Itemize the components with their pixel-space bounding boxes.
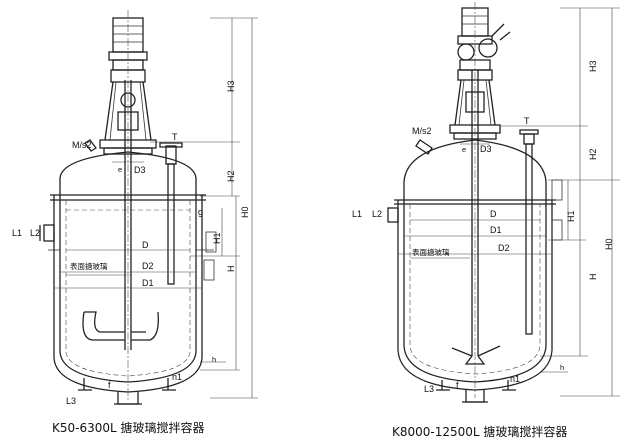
left-support-a — [78, 378, 92, 391]
left-ms2-nozzle — [84, 139, 97, 152]
left-label-e: e — [118, 165, 122, 174]
right-vessel — [387, 2, 620, 403]
left-label-h: H — [226, 266, 236, 273]
right-thermowell — [525, 143, 533, 335]
right-label-e: e — [462, 145, 466, 154]
right-gear-left — [457, 43, 475, 61]
right-label-d1: D1 — [490, 225, 502, 235]
right-label-h0: H0 — [604, 238, 614, 250]
left-coupling — [120, 92, 136, 108]
right-label-l1: L1 — [352, 209, 362, 219]
right-label-f: f — [456, 380, 459, 390]
left-thermowell — [167, 163, 175, 285]
left-side-nozzle — [43, 224, 55, 242]
left-label-g: g — [198, 207, 203, 217]
left-label-d2: D2 — [142, 261, 154, 271]
right-label-d: D — [490, 209, 497, 219]
left-label-h1: H1 — [212, 232, 222, 244]
left-label-n1: n1 — [172, 372, 182, 382]
right-label-h-small: h — [560, 363, 564, 372]
left-label-h0: H0 — [240, 206, 250, 218]
right-label-l3: L3 — [424, 384, 434, 394]
right-label-h3: H3 — [588, 60, 598, 72]
left-label-l3: L3 — [66, 396, 76, 406]
right-label-d3: D3 — [480, 144, 492, 154]
left-label-l2: L2 — [30, 228, 40, 238]
right-label-l2: L2 — [372, 209, 382, 219]
left-label-h3: H3 — [226, 80, 236, 92]
right-ms2-nozzle — [415, 139, 433, 155]
right-gear-right — [478, 38, 498, 58]
left-label-l1: L1 — [12, 228, 22, 238]
left-vessel — [39, 10, 258, 405]
right-caption: K8000-12500L 搪玻璃搅拌容器 — [392, 424, 567, 439]
left-vessel-shell — [59, 151, 197, 383]
left-label-f: f — [108, 380, 111, 390]
left-t-nozzle — [165, 145, 177, 165]
right-support-a — [436, 380, 450, 391]
left-label-surface: 表面搪玻璃 — [70, 261, 108, 271]
right-label-ms2: M/s2 — [412, 126, 432, 136]
right-label-d2: D2 — [498, 243, 510, 253]
right-label-h: H — [588, 274, 598, 281]
left-label-h2: H2 — [226, 170, 236, 182]
left-caption: K50-6300L 搪玻璃搅拌容器 — [52, 420, 205, 435]
right-vessel-shell — [403, 139, 547, 383]
right-side-nozzle — [387, 207, 399, 223]
left-label-d3: D3 — [134, 165, 146, 175]
right-label-h1: H1 — [566, 210, 576, 222]
right-label-n1: n1 — [510, 374, 520, 384]
left-label-d: D — [142, 240, 149, 250]
left-label-t: T — [172, 132, 178, 142]
left-label-h-small: h — [212, 355, 216, 364]
left-label-d1: D1 — [142, 278, 154, 288]
right-label-t: T — [524, 116, 530, 126]
left-impeller — [82, 311, 125, 341]
right-label-h2: H2 — [588, 148, 598, 160]
right-label-surface: 表面搪玻璃 — [412, 247, 450, 257]
left-label-ms2: M/s2 — [72, 140, 92, 150]
right-impeller — [451, 345, 501, 365]
